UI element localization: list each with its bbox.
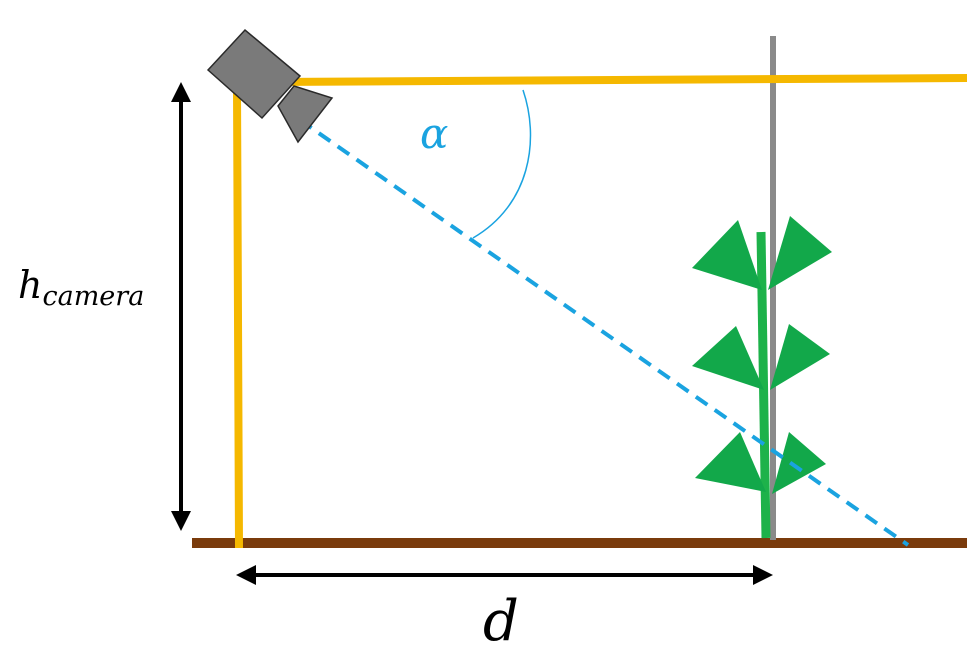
plant-leaf bbox=[692, 220, 762, 290]
plant-leaf bbox=[768, 216, 832, 290]
height-label: hcamera bbox=[18, 263, 144, 312]
plant-leaf bbox=[692, 326, 764, 390]
angle-arc bbox=[472, 89, 532, 239]
angle-label: α bbox=[420, 109, 448, 158]
plant-stem bbox=[756, 231, 771, 539]
plant-leaf bbox=[770, 324, 830, 390]
camera-icon bbox=[206, 28, 334, 144]
plant-leaf bbox=[695, 432, 766, 492]
sight-line bbox=[298, 118, 910, 547]
distance-arrow bbox=[236, 565, 773, 585]
camera-body bbox=[206, 28, 302, 120]
camera-frame bbox=[232, 74, 967, 549]
camera-lens bbox=[277, 85, 334, 144]
height-arrow bbox=[171, 82, 191, 531]
plant-leaf bbox=[772, 432, 826, 494]
height-label-main: h bbox=[18, 263, 42, 307]
distance-label: d bbox=[483, 589, 519, 654]
plant-icon bbox=[692, 216, 832, 539]
height-label-subscript: camera bbox=[42, 281, 144, 312]
